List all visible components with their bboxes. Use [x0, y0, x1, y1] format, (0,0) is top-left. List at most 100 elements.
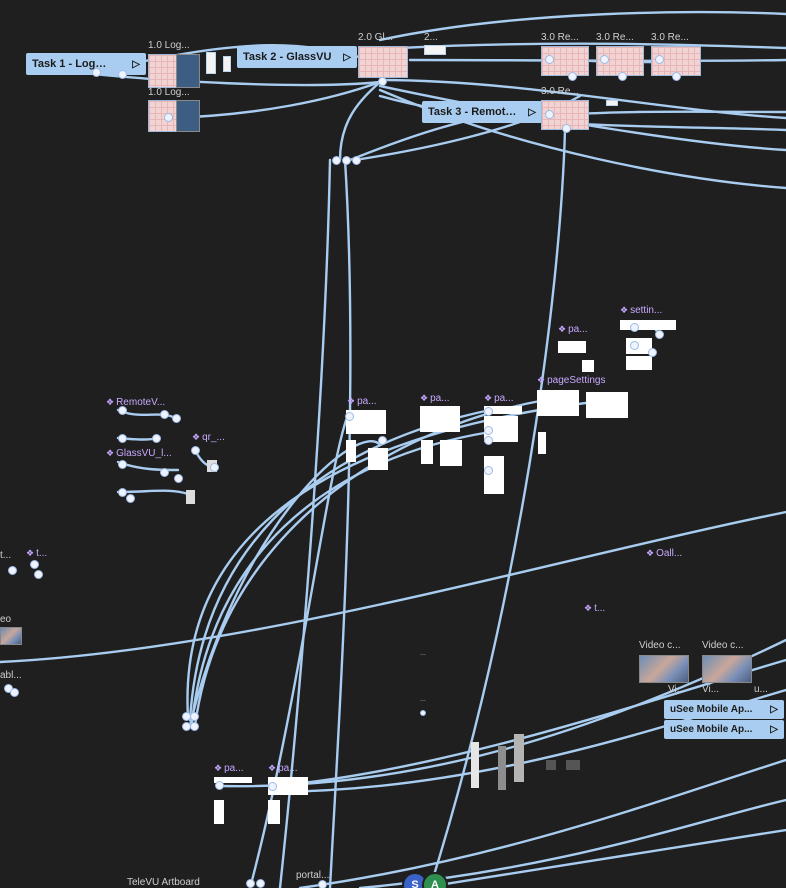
- frame-thumbnail[interactable]: [586, 392, 628, 418]
- play-icon[interactable]: ▷: [343, 51, 351, 63]
- component-label[interactable]: ❖GlassVU_l...: [106, 448, 172, 459]
- frame-thumbnail[interactable]: [424, 45, 446, 55]
- connection-handle[interactable]: [600, 55, 609, 64]
- component-label[interactable]: ❖t...: [26, 548, 47, 559]
- frame-thumbnail[interactable]: [420, 406, 460, 432]
- frame-thumbnail[interactable]: [606, 100, 618, 106]
- connection-handle[interactable]: [268, 782, 277, 791]
- flow-start-task2[interactable]: Task 2 - GlassVU ▷: [237, 46, 357, 68]
- frame-thumbnail[interactable]: [358, 46, 408, 78]
- component-label[interactable]: ❖qr_...: [192, 432, 225, 443]
- connection-handle[interactable]: [318, 880, 327, 888]
- connection-handle[interactable]: [378, 436, 387, 445]
- connection-handle[interactable]: [655, 330, 664, 339]
- frame-thumbnail[interactable]: [538, 432, 546, 454]
- frame-thumbnail[interactable]: [223, 56, 231, 72]
- connection-handle[interactable]: [118, 70, 127, 79]
- connection-handle[interactable]: [118, 460, 127, 469]
- frame-thumbnail[interactable]: [368, 448, 388, 470]
- connection-handle[interactable]: [630, 341, 639, 350]
- frame-label[interactable]: 3.0 Re...: [596, 32, 634, 43]
- frame-thumbnail[interactable]: [582, 360, 594, 372]
- connection-handle[interactable]: [126, 494, 135, 503]
- component-label[interactable]: ❖pa...: [268, 763, 298, 774]
- component-label[interactable]: ❖Oall...: [646, 548, 682, 559]
- list-thumbnail[interactable]: [471, 742, 479, 788]
- component-label[interactable]: ❖pa...: [214, 763, 244, 774]
- artboard-label[interactable]: TeleVU Artboard: [127, 877, 200, 888]
- component-label[interactable]: ❖pa...: [558, 324, 588, 335]
- list-thumbnail[interactable]: [566, 760, 580, 770]
- frame-label[interactable]: 2...: [424, 32, 438, 43]
- connection-handle[interactable]: [210, 463, 219, 472]
- video-thumbnail[interactable]: [639, 655, 689, 683]
- frame-thumbnail[interactable]: [214, 777, 252, 783]
- component-label[interactable]: ❖RemoteV...: [106, 397, 165, 408]
- frame-label[interactable]: abl...: [0, 670, 22, 681]
- frame-thumbnail[interactable]: [484, 406, 522, 414]
- flow-start-usee-mobile-2[interactable]: uSee Mobile Ap... ▷: [664, 720, 784, 739]
- component-label[interactable]: ❖pa...: [420, 393, 450, 404]
- frame-thumbnail[interactable]: [484, 456, 504, 494]
- collaborator-avatar[interactable]: A: [422, 872, 448, 888]
- connection-handle[interactable]: [118, 406, 127, 415]
- connection-handle[interactable]: [545, 110, 554, 119]
- frame-label[interactable]: Video c...: [702, 640, 744, 651]
- connection-handle[interactable]: [246, 879, 255, 888]
- frame-label[interactable]: eo: [0, 614, 12, 625]
- connection-handle[interactable]: [160, 468, 169, 477]
- component-label[interactable]: ❖settin...: [620, 305, 662, 316]
- connection-handle[interactable]: [648, 348, 657, 357]
- frame-thumbnail[interactable]: [206, 52, 216, 74]
- video-thumbnail[interactable]: [702, 655, 752, 683]
- connection-handle[interactable]: [10, 688, 19, 697]
- connection-handle[interactable]: [342, 156, 351, 165]
- connection-handle[interactable]: [672, 72, 681, 81]
- list-thumbnail[interactable]: [546, 760, 556, 770]
- frame-thumbnail[interactable]: [440, 440, 462, 466]
- connection-handle[interactable]: [562, 124, 571, 133]
- connection-handle[interactable]: [345, 412, 354, 421]
- frame-label[interactable]: 3.0 Re...: [541, 32, 579, 43]
- frame-label[interactable]: portal...: [296, 870, 330, 881]
- connection-handle[interactable]: [152, 434, 161, 443]
- component-label[interactable]: ❖t...: [584, 603, 605, 614]
- frame-label[interactable]: 2.0 Gl...: [358, 32, 394, 43]
- frame-thumbnail[interactable]: [176, 100, 200, 132]
- connection-handle[interactable]: [352, 156, 361, 165]
- connection-handle[interactable]: [164, 113, 173, 122]
- connection-handle[interactable]: [30, 560, 39, 569]
- frame-thumbnail[interactable]: [537, 390, 579, 416]
- connection-handle[interactable]: [484, 466, 493, 475]
- connection-handle[interactable]: [190, 722, 199, 731]
- frame-label[interactable]: u...: [754, 684, 768, 695]
- frame-thumbnail[interactable]: [214, 800, 224, 824]
- connection-handle[interactable]: [160, 410, 169, 419]
- connection-handle[interactable]: [484, 436, 493, 445]
- frame-thumbnail[interactable]: [268, 800, 280, 824]
- connection-handle[interactable]: [332, 156, 341, 165]
- connection-handle[interactable]: [191, 446, 200, 455]
- play-icon[interactable]: ▷: [132, 58, 140, 70]
- connection-handle[interactable]: [630, 323, 639, 332]
- list-thumbnail[interactable]: [514, 734, 524, 782]
- connection-handle[interactable]: [190, 712, 199, 721]
- connection-handle[interactable]: [34, 570, 43, 579]
- flow-start-task1[interactable]: Task 1 - Log… ▷: [26, 53, 146, 75]
- connection-handle[interactable]: [172, 414, 181, 423]
- component-label[interactable]: ❖pageSettings: [537, 375, 605, 386]
- frame-thumbnail[interactable]: [346, 440, 356, 462]
- component-label[interactable]: ❖pa...: [347, 396, 377, 407]
- frame-thumbnail[interactable]: [421, 440, 433, 464]
- play-icon[interactable]: ▷: [528, 106, 536, 118]
- frame-thumbnail[interactable]: [620, 320, 676, 330]
- connection-handle[interactable]: [484, 407, 493, 416]
- connection-handle[interactable]: [92, 68, 101, 77]
- connection-handle[interactable]: [215, 781, 224, 790]
- frame-label[interactable]: 3.0 Re...: [651, 32, 689, 43]
- frame-label[interactable]: 3.0 Re...: [541, 86, 579, 97]
- connection-handle[interactable]: [118, 434, 127, 443]
- frame-thumbnail[interactable]: [176, 54, 200, 88]
- play-icon[interactable]: ▷: [770, 724, 778, 735]
